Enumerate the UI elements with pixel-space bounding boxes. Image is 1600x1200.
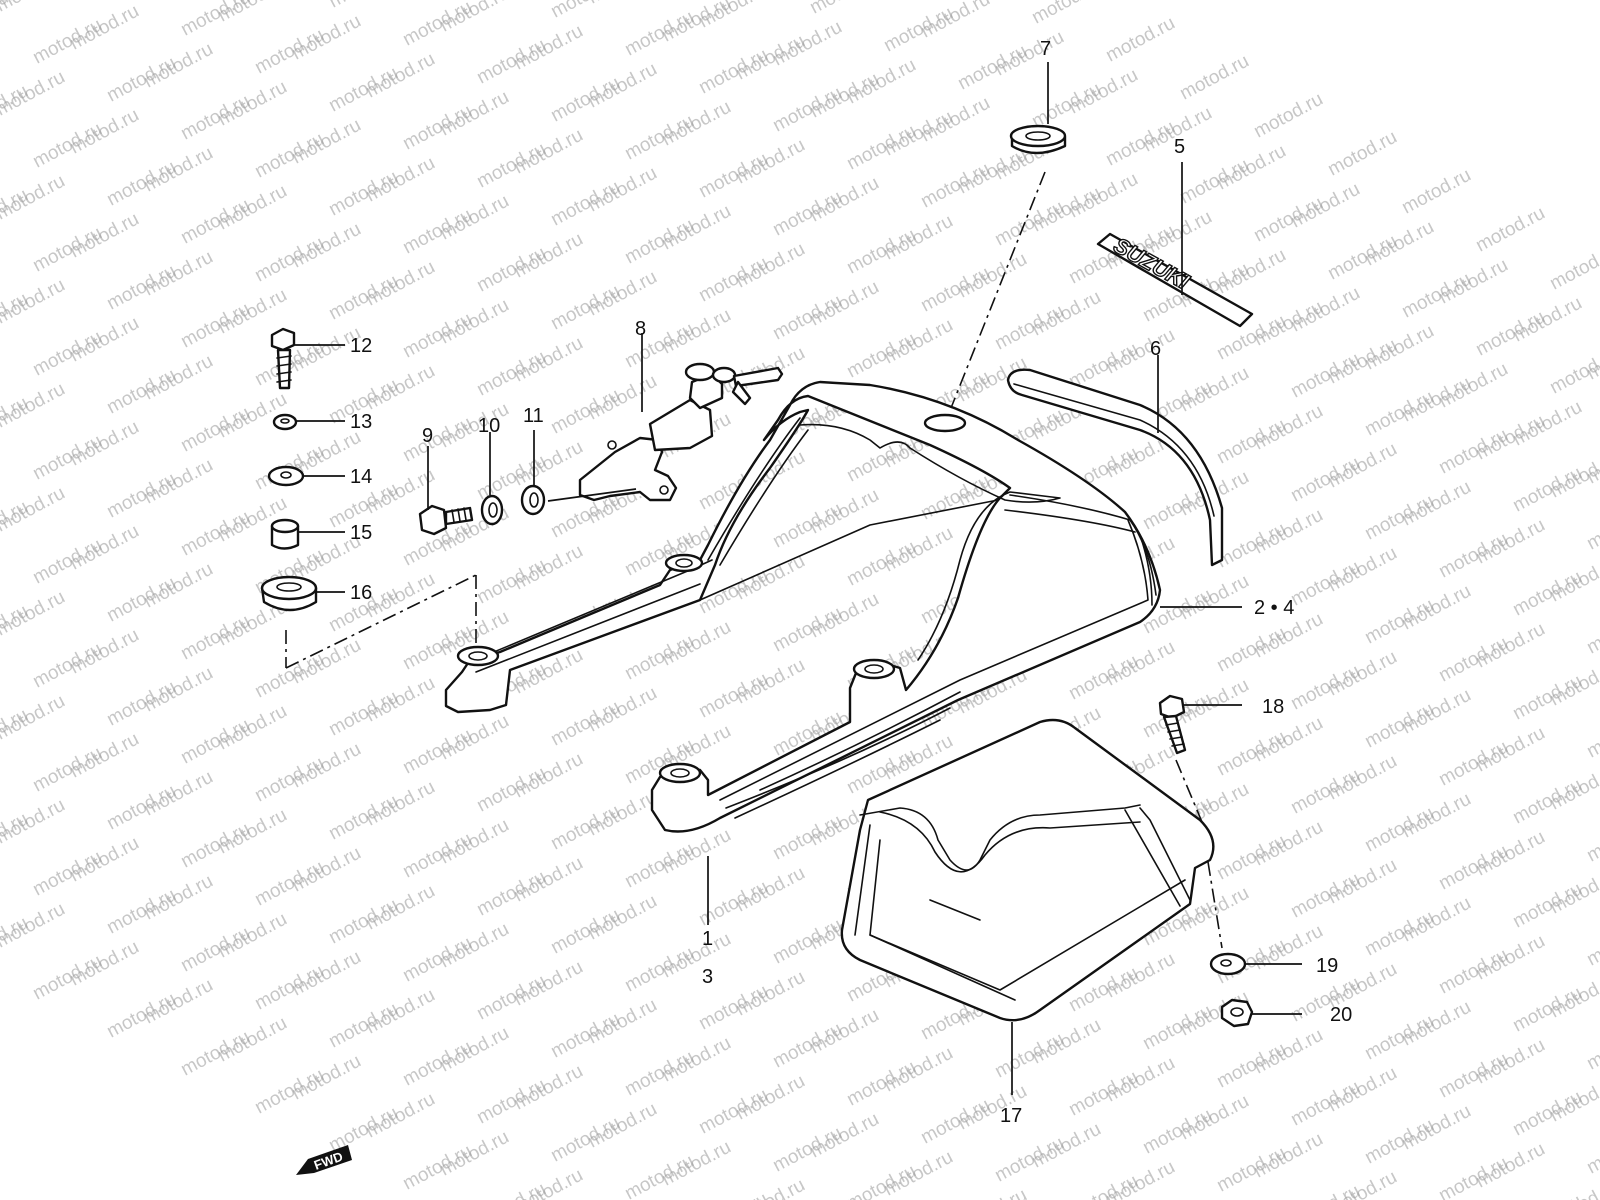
watermark-text: motod.ru — [1287, 1181, 1363, 1200]
watermark-text: motod.ru — [547, 0, 623, 22]
label-15: 15 — [350, 522, 372, 544]
watermark-text: motod.ru — [843, 1161, 919, 1200]
part-6-trim — [1006, 368, 1224, 567]
label-7: 7 — [1040, 38, 1051, 60]
watermark-text: motod.ru — [177, 0, 253, 40]
part-8-seat-lock — [578, 362, 784, 502]
watermark-text: motod.ru — [1546, 241, 1600, 295]
part-10-spring-washer — [480, 494, 504, 526]
watermark-text: motod.ru — [843, 0, 919, 4]
part-20-nut — [1220, 998, 1254, 1028]
watermark-text: motod.ru — [1176, 51, 1252, 105]
watermark-text: motod.ru — [103, 0, 179, 2]
watermark-text: motod.ru — [1028, 0, 1104, 28]
part-18-bolt — [1158, 694, 1187, 755]
label-13: 13 — [350, 411, 372, 433]
label-16: 16 — [350, 582, 372, 604]
label-9: 9 — [422, 425, 433, 447]
label-5: 5 — [1174, 136, 1185, 158]
part-1-3-tail-cowl — [444, 380, 1162, 833]
label-17: 17 — [1000, 1105, 1022, 1127]
label-3: 3 — [702, 966, 713, 988]
part-12-bolt — [270, 327, 296, 390]
label-18: 18 — [1262, 696, 1284, 718]
watermark-text: motod.ru — [1324, 127, 1400, 181]
part-17-tray — [840, 718, 1215, 1022]
leader-lines — [295, 62, 1302, 1095]
watermark-text: motod.ru — [1583, 501, 1600, 555]
watermark-text: motod.ru — [732, 1175, 808, 1200]
watermark-text: motod.ru — [1583, 709, 1600, 763]
watermark-text: motod.ru — [473, 1179, 549, 1200]
callout-labels: 7 5 6 8 9 10 11 12 13 14 15 16 2 • 4 18 … — [350, 38, 1352, 1127]
watermark-text: motod.ru — [1509, 1191, 1585, 1200]
label-10: 10 — [478, 415, 500, 437]
watermark-text: motod.ru — [1435, 1153, 1511, 1200]
fwd-text: FWD — [312, 1149, 345, 1173]
watermark-text: motod.ru — [1250, 89, 1326, 143]
watermark-text: motod.ru — [954, 1185, 1030, 1200]
watermark-text: motod.ru — [1583, 813, 1600, 867]
part-11-washer — [520, 484, 546, 516]
watermark-text: motod.ru — [1583, 1125, 1600, 1179]
part-7-grommet — [1009, 124, 1067, 155]
watermark-text: motod.ru — [806, 0, 882, 18]
watermark-text: motod.ru — [1546, 345, 1600, 399]
part-15-collar — [270, 518, 300, 550]
fwd-arrow-icon: FWD — [296, 1145, 352, 1175]
watermark-text: motod.ru — [1102, 13, 1178, 67]
watermark-text: motod.ru — [1583, 1021, 1600, 1075]
label-19: 19 — [1316, 955, 1338, 977]
watermark-text: motod.ru — [1583, 917, 1600, 971]
watermark-text: motod.ru — [1583, 605, 1600, 659]
watermark-text: motod.ru — [1472, 203, 1548, 257]
part-16-cushion — [260, 575, 318, 612]
part-19-washer — [1209, 952, 1247, 976]
assembly-lines — [285, 171, 1223, 949]
label-20: 20 — [1330, 1004, 1352, 1026]
part-14-washer — [267, 465, 305, 487]
watermark-text: motod.ru — [325, 0, 401, 12]
part-13-washer — [272, 413, 298, 431]
label-14: 14 — [350, 466, 372, 488]
watermark-text: motod.ru — [1398, 165, 1474, 219]
label-6: 6 — [1150, 338, 1161, 360]
label-8: 8 — [635, 318, 646, 340]
label-12: 12 — [350, 335, 372, 357]
label-2-4: 2 • 4 — [1254, 597, 1294, 619]
part-9-bolt — [418, 504, 474, 536]
watermark-text: motod.ru — [695, 1189, 771, 1200]
label-11: 11 — [523, 405, 544, 427]
label-1: 1 — [702, 928, 713, 950]
